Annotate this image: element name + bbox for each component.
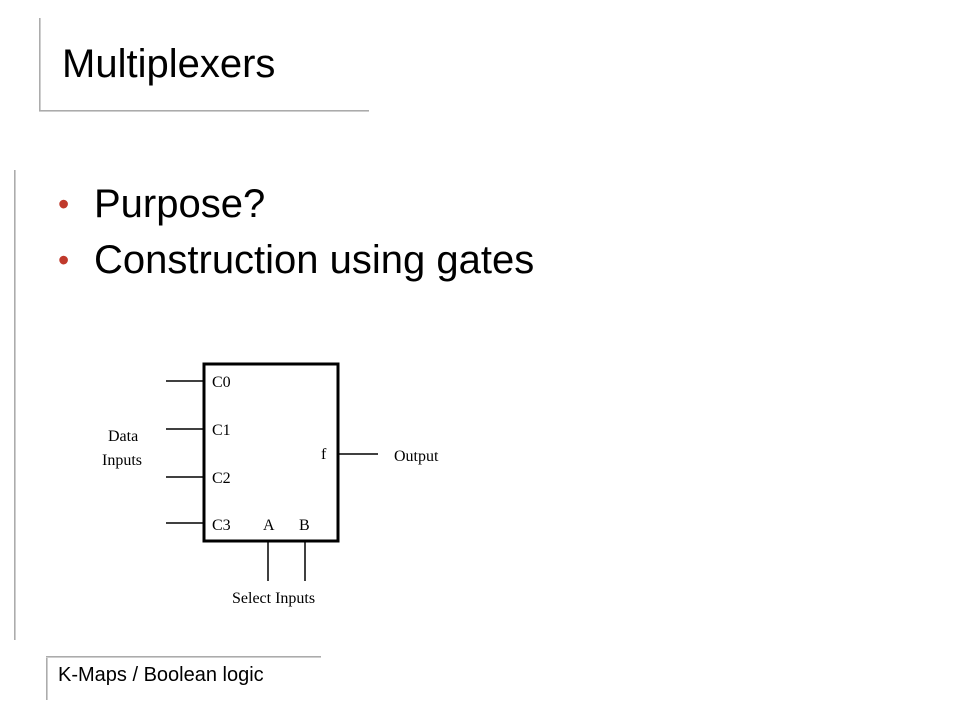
port-label-c2: C2 — [212, 470, 231, 487]
bullet-item: • Construction using gates — [58, 232, 534, 288]
select-inputs-label: Select Inputs — [232, 590, 315, 607]
footer-text: K-Maps / Boolean logic — [58, 664, 264, 686]
footer-left-rule — [46, 656, 48, 700]
data-inputs-label-line1: Data — [108, 428, 138, 445]
bullet-dot-icon: • — [58, 186, 70, 222]
port-label-c3: C3 — [212, 517, 231, 534]
port-label-c0: C0 — [212, 374, 231, 391]
title-left-rule — [39, 18, 41, 112]
title-underline-rule — [39, 110, 369, 112]
footer-top-rule — [46, 656, 321, 658]
bullet-item: • Purpose? — [58, 176, 534, 232]
data-inputs-label-line2: Inputs — [102, 452, 142, 469]
mux-box — [202, 362, 340, 543]
port-label-a: A — [263, 517, 275, 534]
content-left-rule — [14, 170, 16, 640]
port-label-f: f — [321, 446, 327, 463]
port-label-b: B — [299, 517, 310, 534]
bullet-text: Purpose? — [94, 182, 266, 226]
bullet-list: • Purpose? • Construction using gates — [58, 176, 534, 288]
output-label: Output — [394, 448, 439, 465]
port-label-c1: C1 — [212, 422, 231, 439]
slide-title: Multiplexers — [62, 42, 276, 86]
bullet-dot-icon: • — [58, 242, 70, 278]
bullet-text: Construction using gates — [94, 238, 535, 282]
